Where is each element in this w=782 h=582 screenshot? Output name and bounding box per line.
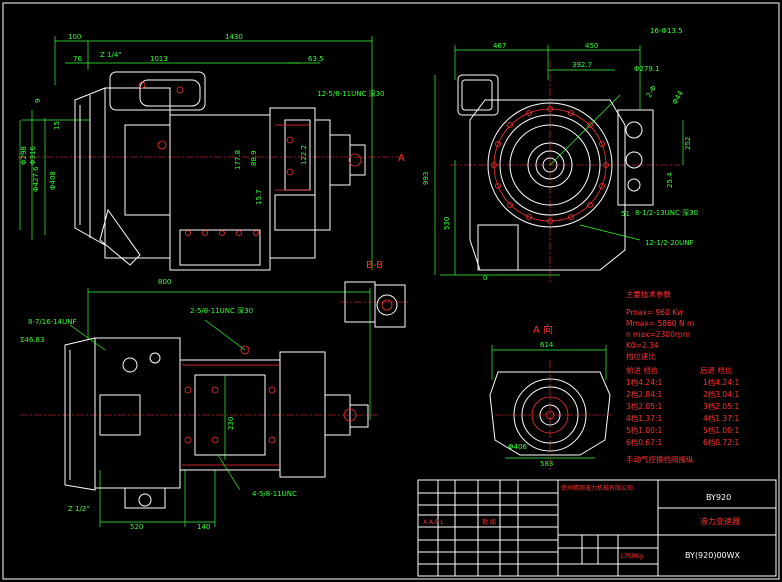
reverse-gear-1: 1档4.24:1 [703, 377, 739, 387]
reverse-header: 后退 档位 [700, 365, 733, 375]
note-thread-8: 8-1/2-13UNC 深30 [635, 208, 698, 217]
model-number: BY920 [706, 493, 731, 502]
dim-177-8: 177.8 [234, 150, 242, 170]
note-thread-2-5-8: 2-5/8-11UNC 深30 [190, 306, 253, 315]
ratio-title: 档位速比 [626, 351, 656, 361]
dim-100: 100 [68, 33, 81, 41]
drawing-number: BY(920)00WX [685, 551, 741, 560]
spec-mmax: Mmax= 5860 N·m [626, 319, 694, 328]
dim-phi44: Φ44 [671, 89, 685, 106]
spec-pmax: Pmax= 960 Kw [626, 308, 683, 317]
view-a-label: A 向 [533, 323, 553, 336]
section-bb-label: B-B [366, 260, 383, 271]
reverse-gear-5: 5档1.00:1 [703, 425, 739, 435]
spec-nmax: n max=2300rpm [626, 330, 690, 339]
dim-z-quarter: Z 1/4" [100, 51, 122, 59]
dim-1430: 1430 [225, 33, 243, 41]
company-name: 徐州精丽液力机械有限公司 [561, 484, 633, 492]
forward-gear-2: 2档2.84:1 [626, 389, 662, 399]
dim-520: 520 [130, 523, 143, 531]
note-thread-12: 12-5/8-11UNC 深30 [317, 89, 385, 98]
dim-583: 583 [540, 460, 553, 468]
top-view: 800 8-7/16-14UNF 2-5/8-11UNC 深30 Σ46.83 … [20, 278, 380, 531]
forward-header: 前进 档位 [626, 365, 659, 375]
dim-sigma: Σ46.83 [20, 336, 44, 344]
reverse-gear-4: 4档1.37:1 [703, 413, 739, 423]
tech-specs: 主要技术参数 Pmax= 960 Kw Mmax= 5860 N·m n max… [626, 289, 739, 464]
dim-1013: 1013 [150, 55, 168, 63]
forward-gear-4: 4档1.37:1 [626, 413, 662, 423]
spec-k0: K0=2.34 [626, 341, 659, 350]
dim-140: 140 [197, 523, 210, 531]
section-bb: B-B [340, 260, 410, 328]
dim-614: 614 [540, 341, 554, 349]
dim-zero: 0 [483, 274, 487, 282]
dim-252: 252 [684, 137, 692, 150]
note-thread-4-5-8: 4-5/8-11UNC [252, 490, 297, 498]
dim-phi298: Φ298 [20, 146, 28, 165]
dim-15-7: 15.7 [255, 189, 263, 205]
dim-530: 530 [443, 217, 451, 230]
dim-76: 76 [73, 55, 82, 63]
title-cell-mark: 批 阅 [482, 518, 496, 526]
dim-phi406: Φ406 [508, 443, 527, 451]
dim-230: 230 [227, 417, 235, 430]
dim-88-9: 88.9 [250, 150, 258, 166]
reverse-gear-2: 2档3.04:1 [703, 389, 739, 399]
reverse-gear-6: 6档0.72:1 [703, 437, 739, 447]
dim-993: 993 [422, 172, 430, 185]
forward-gear-1: 1档4.24:1 [626, 377, 662, 387]
title-block: X A P L 批 阅 徐州精丽液力机械有限公司 BY920 液力变速器 BY(… [417, 479, 777, 577]
forward-gear-3: 3档2.05:1 [626, 401, 662, 411]
note-16-holes: 16-Φ13.5 [650, 27, 683, 35]
forward-gear-5: 5档1.00:1 [626, 425, 662, 435]
dim-450: 450 [585, 42, 598, 50]
control-note: 手动气控换档阀操纵 [626, 454, 694, 464]
dim-z-half: Z 1/2" [68, 505, 90, 513]
dim-63-5: 63.5 [308, 55, 324, 63]
dim-phi316: Φ316 [29, 146, 37, 165]
dim-phi427: Φ427.6 [32, 166, 40, 192]
dim-2-phi: 2-Φ [645, 84, 658, 99]
dim-phi408: Φ408 [49, 171, 57, 190]
front-view: 100 1430 76 1013 63.5 Z 1/4" 12-5/8-11UN… [18, 33, 405, 271]
dim-9: 9 [34, 99, 42, 103]
section-mark-a: A [398, 153, 405, 164]
dim-467: 467 [493, 42, 506, 50]
title-cell-marker: X A P L [423, 519, 445, 526]
side-view: 467 450 392.7 16-Φ13.5 Φ279.1 2-Φ Φ44 99… [422, 27, 698, 282]
dim-15: 15 [53, 121, 61, 130]
forward-gear-6: 6档0.67:1 [626, 437, 662, 447]
view-a: A 向 614 583 Φ406 [489, 323, 612, 470]
note-thread-8-7-16: 8-7/16-14UNF [28, 318, 77, 326]
dim-800: 800 [158, 278, 171, 286]
dim-25-4: 25.4 [666, 172, 674, 188]
note-thread-12unf: 12-1/2-20UNF [645, 239, 694, 247]
component-name: 液力变速器 [700, 516, 740, 526]
dim-phi279: Φ279.1 [634, 65, 660, 73]
specs-title: 主要技术参数 [626, 289, 671, 299]
dim-392-7: 392.7 [572, 61, 592, 69]
reverse-gear-3: 3档2.05:1 [703, 401, 739, 411]
weight: 1750Kg [620, 553, 643, 560]
dim-122-2: 122.2 [300, 145, 308, 165]
